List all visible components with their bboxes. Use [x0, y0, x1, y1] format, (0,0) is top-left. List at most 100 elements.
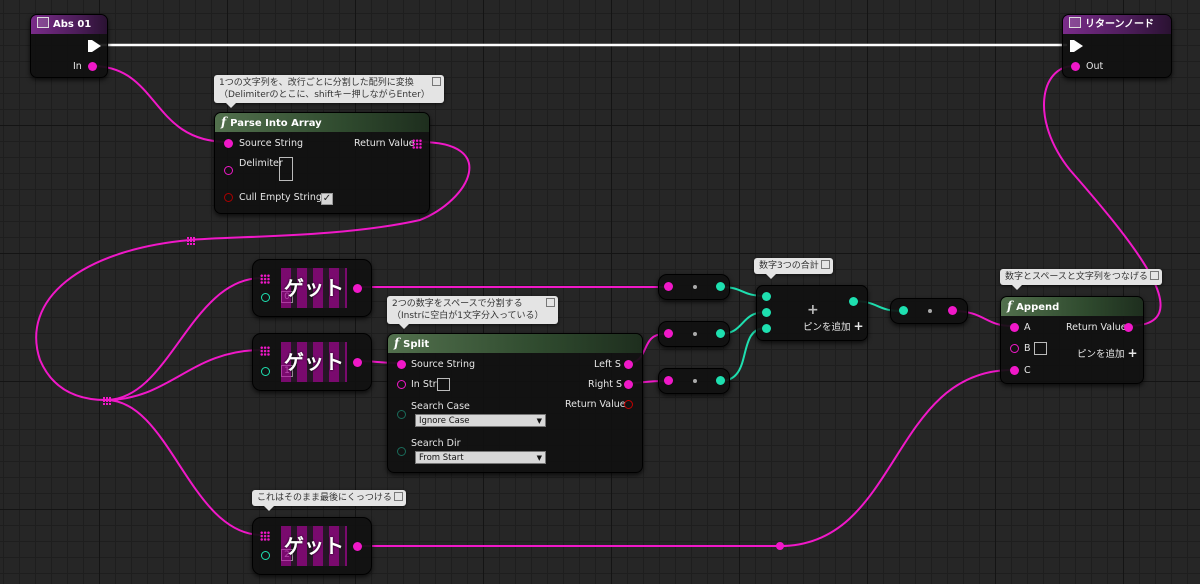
split-right-s-pin[interactable] [624, 380, 633, 389]
parse-return-value-label: Return Value [354, 138, 415, 149]
convert3-output-pin[interactable] [716, 376, 725, 385]
add-pin-button[interactable]: ピンを追加+ [803, 319, 864, 333]
parse-return-array-pin[interactable] [412, 139, 422, 149]
get2-output-pin[interactable] [353, 542, 362, 551]
convert1-output-pin[interactable] [716, 282, 725, 291]
function-icon: f [1007, 299, 1013, 313]
split-left-s-pin[interactable] [624, 360, 633, 369]
convert4-dot [928, 309, 932, 313]
return-node[interactable]: リターンノード Out [1062, 14, 1172, 78]
split-return-value-pin[interactable] [624, 400, 633, 409]
reroute-dot [776, 542, 784, 550]
parse-source-string-label: Source String [239, 138, 303, 149]
convert2-dot [693, 332, 697, 336]
entry-in-label: In [73, 61, 82, 72]
function-entry-node[interactable]: Abs 01 In [30, 14, 108, 78]
entry-in-pin[interactable] [88, 62, 97, 71]
get2-array-pin[interactable] [260, 531, 270, 541]
split-search-case-dropdown[interactable]: Ignore Case ▼ [415, 414, 546, 427]
convert4-output-pin[interactable] [948, 306, 957, 315]
append-return-value-pin[interactable] [1124, 323, 1133, 332]
get1-output-pin[interactable] [353, 358, 362, 367]
get0-output-pin[interactable] [353, 284, 362, 293]
split-in-str-pin[interactable] [397, 380, 406, 389]
array-get-node-0[interactable]: 0 ゲット [252, 259, 372, 317]
convert1-dot [693, 285, 697, 289]
add-input-c-pin[interactable] [762, 324, 771, 333]
append-add-pin-button[interactable]: ピンを追加+ [1077, 346, 1138, 360]
convert-string-to-int-1[interactable] [658, 274, 730, 300]
split-in-str-label: In Str [411, 379, 437, 390]
append-c-pin[interactable] [1010, 366, 1019, 375]
add-int-node[interactable]: + ピンを追加+ [756, 285, 868, 341]
split-return-value-label: Return Value [565, 399, 626, 410]
return-exec-in-pin[interactable] [1070, 40, 1083, 52]
function-entry-icon [37, 17, 49, 28]
function-icon: f [221, 115, 227, 129]
convert1-input-pin[interactable] [664, 282, 673, 291]
convert2-input-pin[interactable] [664, 329, 673, 338]
append-b-pin[interactable] [1010, 344, 1019, 353]
return-out-label: Out [1086, 61, 1104, 72]
return-out-pin[interactable] [1071, 62, 1080, 71]
chevron-down-icon: ▼ [536, 454, 542, 462]
get1-index-pin[interactable] [261, 367, 270, 376]
convert-string-to-int-2[interactable] [658, 321, 730, 347]
wire-array-get0 [105, 277, 263, 401]
comment-pin-icon[interactable] [545, 298, 555, 307]
append-b-input[interactable] [1034, 342, 1047, 355]
parse-cull-empty-pin[interactable] [224, 193, 233, 202]
get0-array-pin[interactable] [260, 274, 270, 284]
chevron-down-icon: ▼ [536, 417, 542, 425]
parse-delimiter-pin[interactable] [224, 166, 233, 175]
parse-source-string-pin[interactable] [224, 139, 233, 148]
convert-string-to-int-3[interactable] [658, 368, 730, 394]
comment-pin-icon[interactable] [1149, 271, 1159, 280]
append-a-pin[interactable] [1010, 323, 1019, 332]
array-get-node-1[interactable]: 1 ゲット [252, 333, 372, 391]
parse-delimiter-input[interactable] [279, 157, 293, 181]
split-source-string-label: Source String [411, 359, 475, 370]
comment-split: 2つの数字をスペースで分割する （Instrに空白が1文字分入っている） [387, 296, 558, 329]
split-search-case-label: Search Case [411, 401, 470, 412]
split-left-s-label: Left S [594, 359, 621, 370]
add-output-pin[interactable] [849, 297, 858, 306]
split-node-title: Split [403, 339, 430, 350]
comment-pin-icon[interactable] [431, 77, 441, 86]
split-search-dir-pin[interactable] [397, 447, 406, 456]
wire-array-get1 [105, 349, 263, 401]
comment-get2-text: これはそのまま最後にくっつける [257, 493, 392, 503]
comment-sum-text: 数字3つの合計 [759, 261, 819, 271]
parse-delimiter-label: Delimiter [239, 158, 283, 169]
array-get-node-2[interactable]: 2 ゲット [252, 517, 372, 575]
convert-int-to-string[interactable] [890, 298, 968, 324]
get0-index-pin[interactable] [261, 293, 270, 302]
split-in-str-input[interactable] [437, 378, 450, 391]
wire-in-to-parse [91, 65, 229, 143]
convert4-input-pin[interactable] [899, 306, 908, 315]
split-source-string-pin[interactable] [397, 360, 406, 369]
split-search-case-pin[interactable] [397, 410, 406, 419]
convert3-input-pin[interactable] [664, 376, 673, 385]
array-reroute-1 [187, 237, 195, 245]
add-input-b-pin[interactable] [762, 308, 771, 317]
get1-array-pin[interactable] [260, 346, 270, 356]
convert3-dot [693, 379, 697, 383]
entry-exec-out-pin[interactable] [88, 40, 101, 52]
comment-pin-icon[interactable] [820, 260, 830, 269]
return-node-title: リターンノード [1085, 19, 1154, 30]
add-input-a-pin[interactable] [762, 292, 771, 301]
get2-title: ゲット [281, 526, 347, 566]
comment-parse-line2: （Delimiterのとこに、shiftキー押しながらEnter） [219, 90, 430, 100]
function-icon: f [394, 336, 400, 350]
parse-cull-empty-checkbox[interactable]: ✓ [321, 193, 333, 205]
split-search-dir-dropdown[interactable]: From Start ▼ [415, 451, 546, 464]
append-c-label: C [1024, 365, 1031, 376]
comment-pin-icon[interactable] [393, 492, 403, 501]
convert2-output-pin[interactable] [716, 329, 725, 338]
get2-index-pin[interactable] [261, 551, 270, 560]
